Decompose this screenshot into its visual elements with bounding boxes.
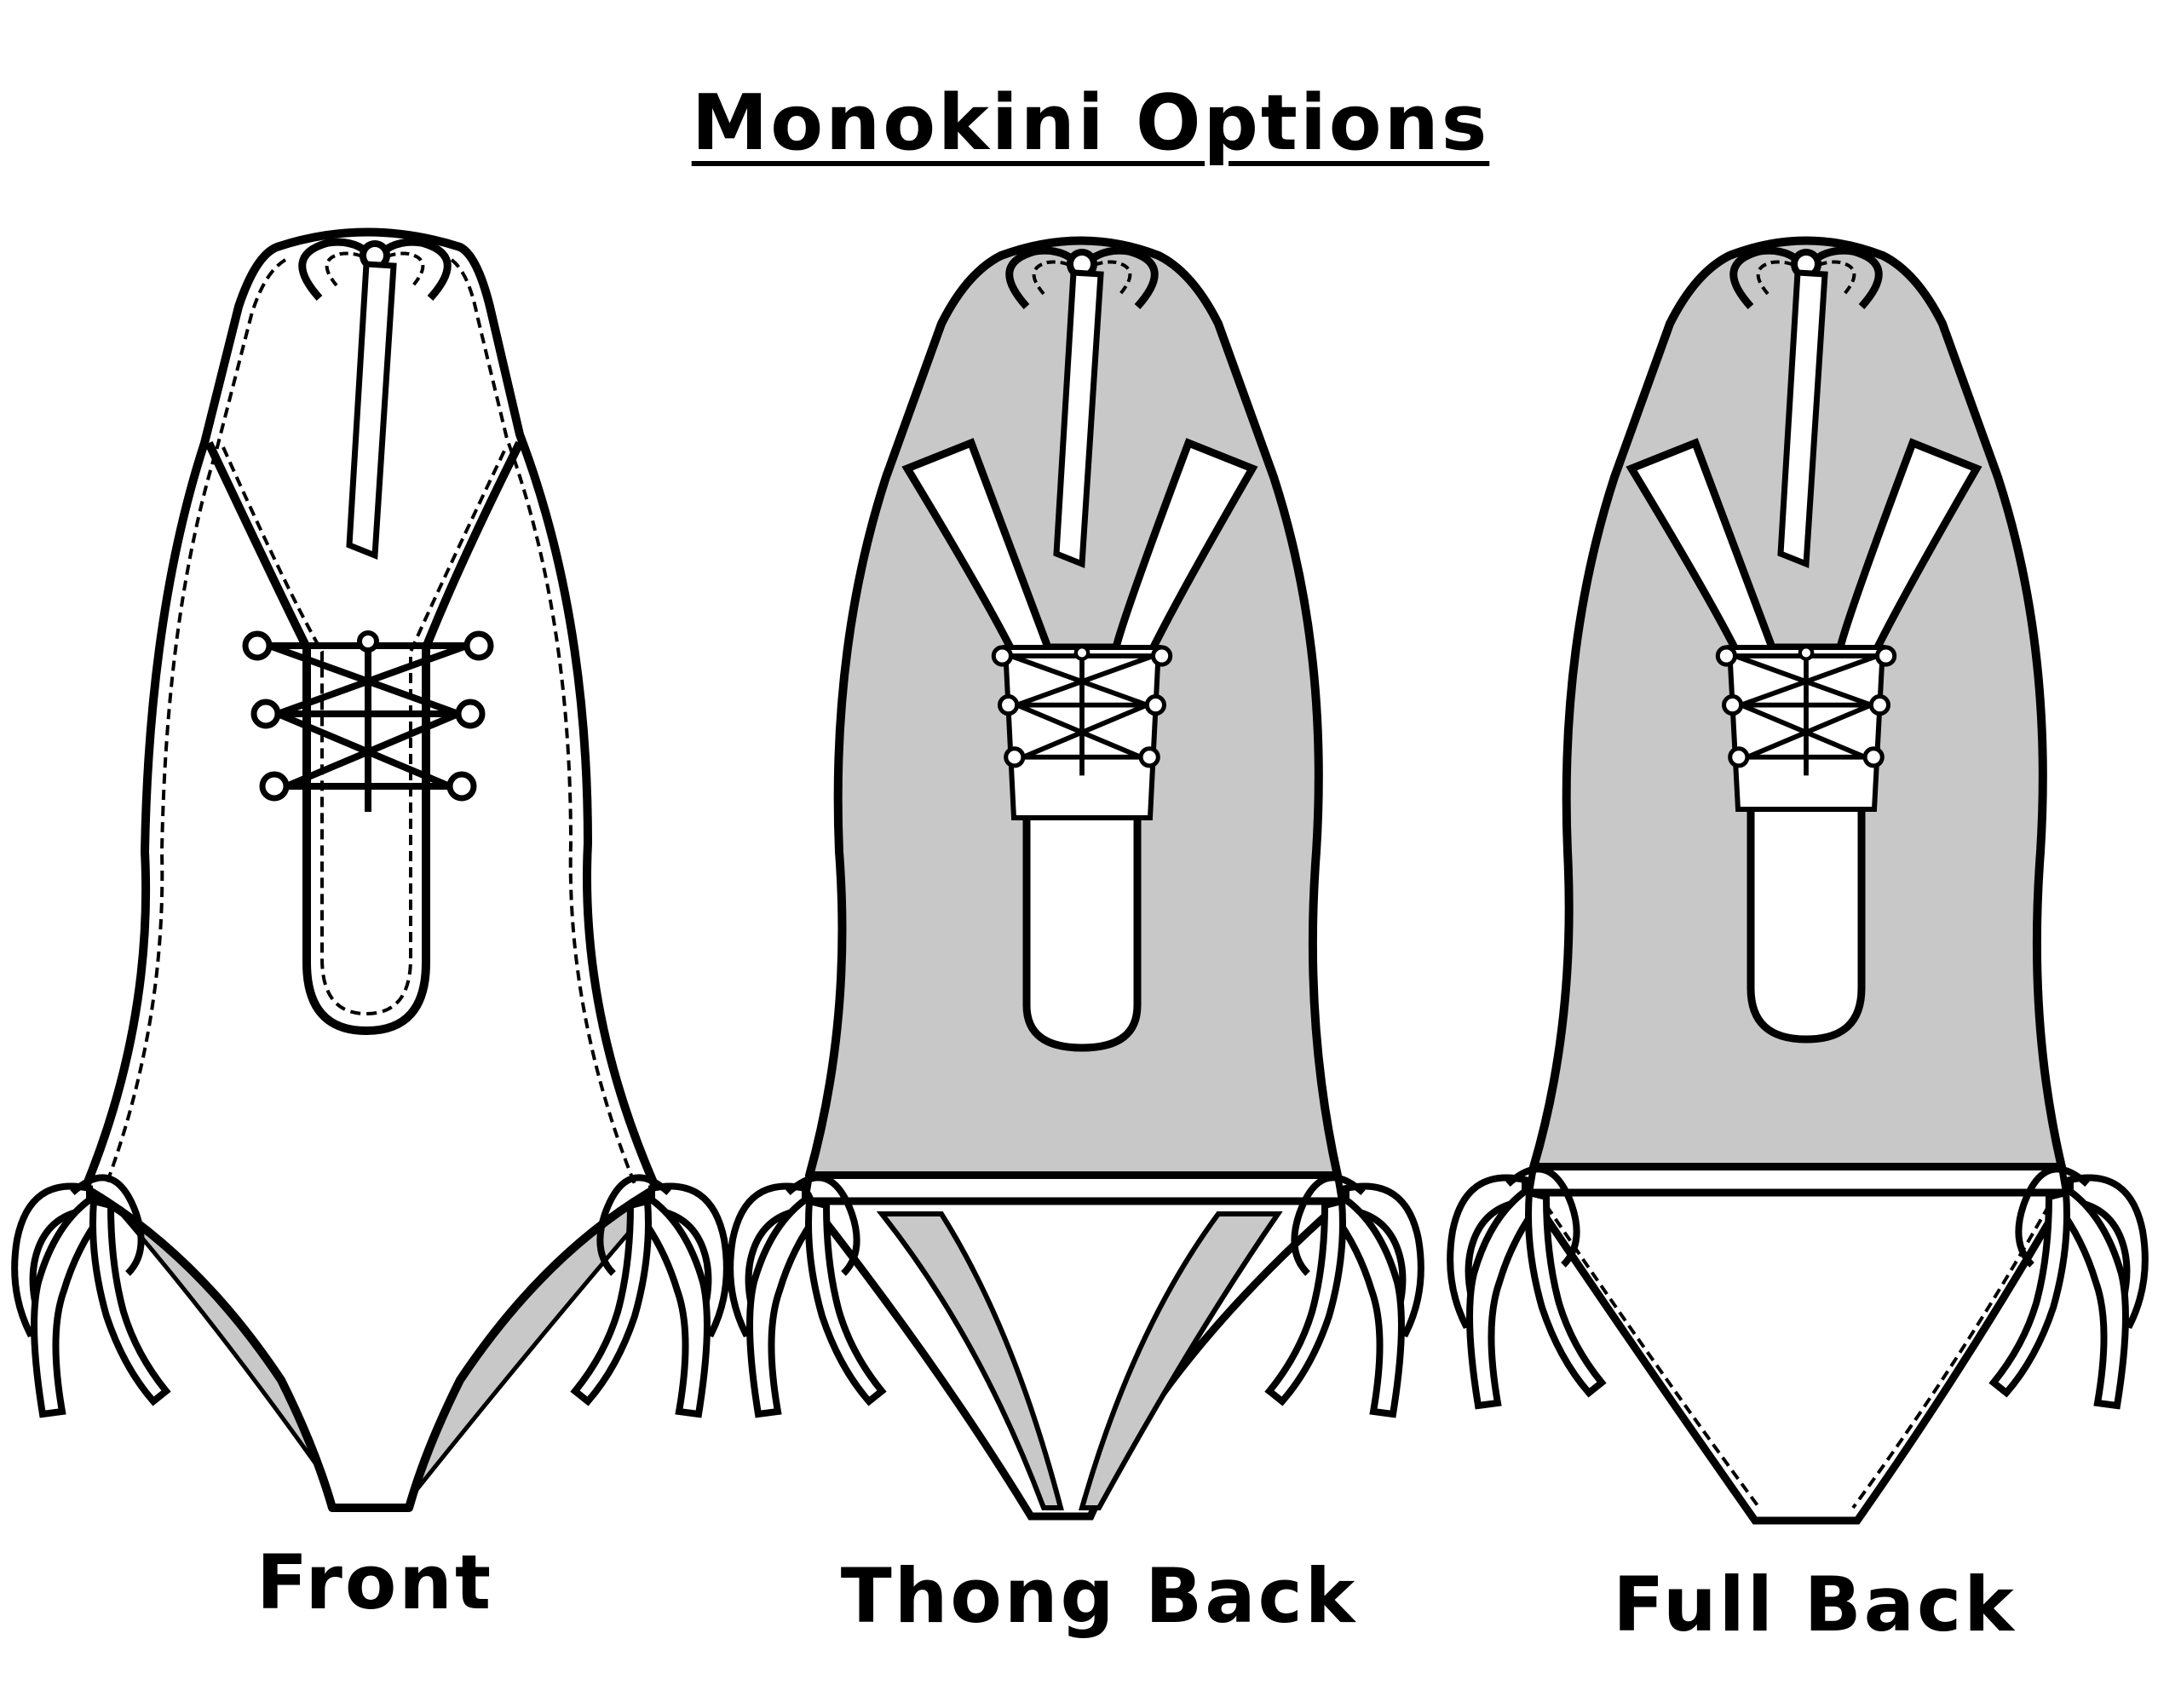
thong-bottom	[801, 1197, 1352, 1521]
caption-front: Front	[256, 1538, 494, 1626]
front-neckline	[204, 440, 524, 1036]
thong-back-view	[730, 236, 1421, 1521]
front-body	[81, 227, 660, 1512]
front-view	[14, 227, 727, 1512]
caption-thong-back: Thong Back	[840, 1552, 1358, 1640]
full-back-bottom	[1522, 1188, 2073, 1525]
diagram-title: Monokini Options	[0, 78, 2181, 168]
full-back-view	[1450, 236, 2145, 1525]
diagram-title-text: Monokini Options	[691, 78, 1490, 168]
caption-full-back: Full Back	[1613, 1561, 2017, 1648]
